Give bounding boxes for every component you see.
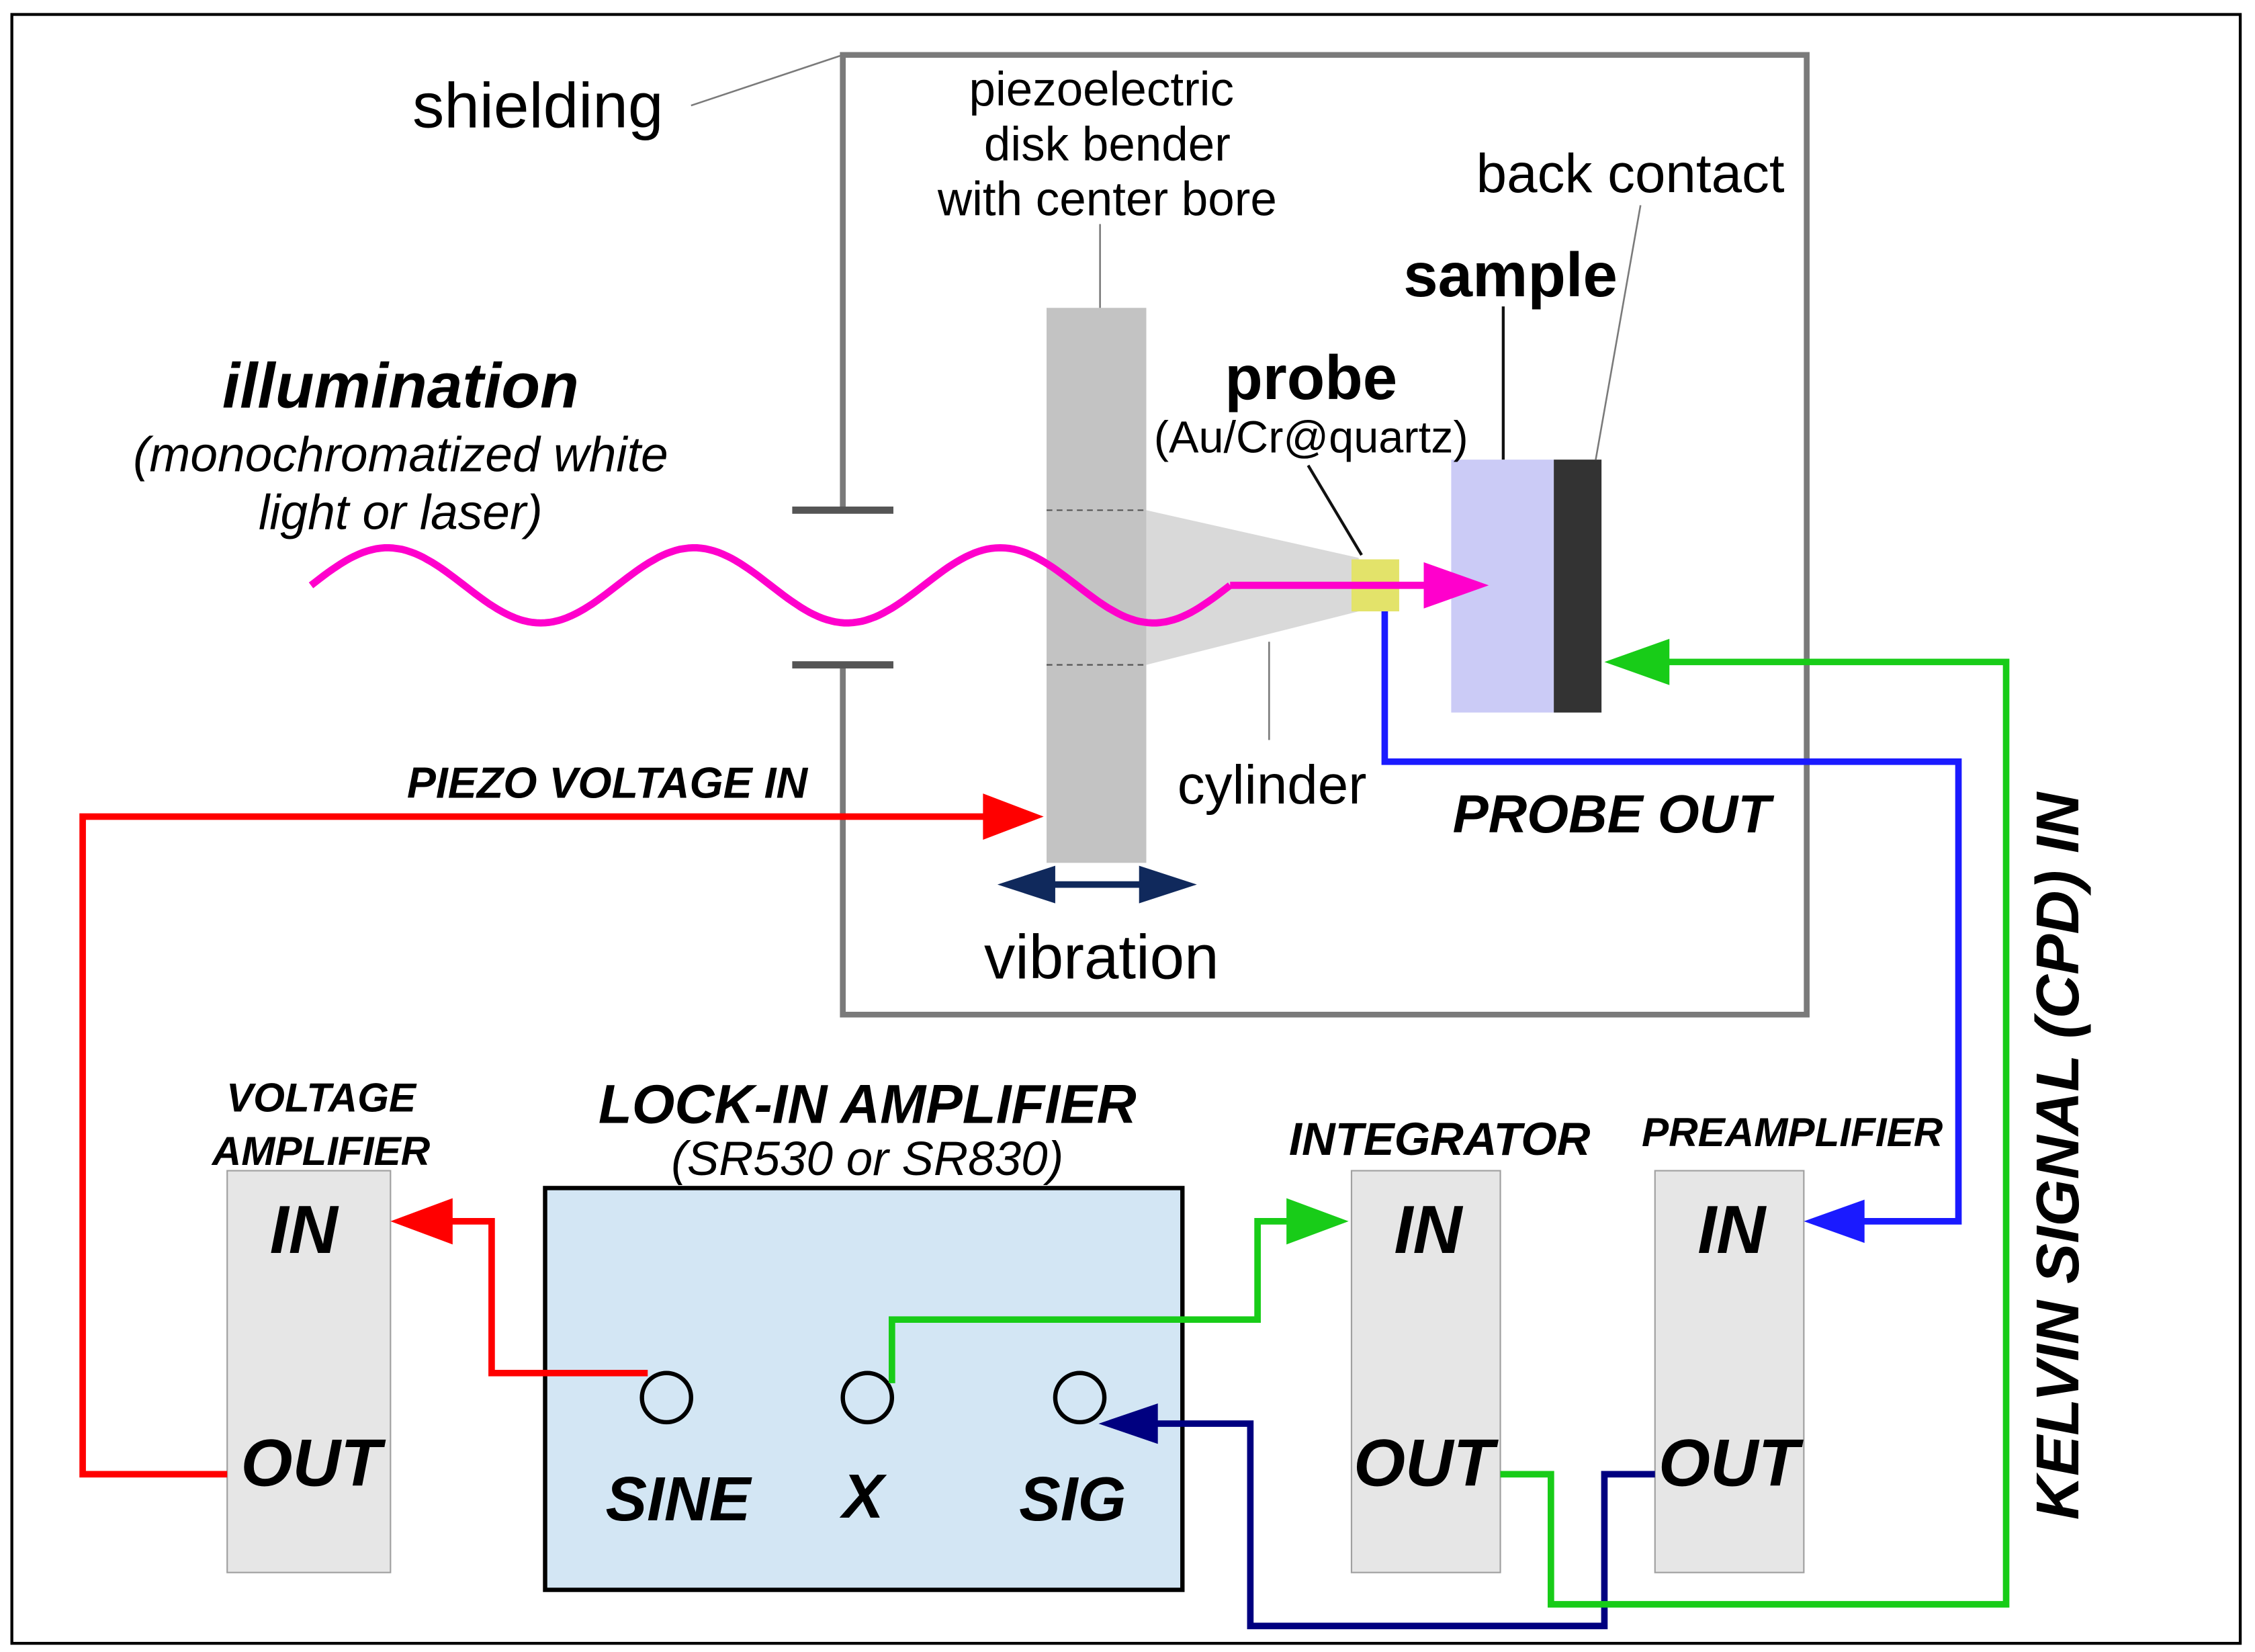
x-output-arrowhead: [1286, 1198, 1349, 1245]
sine-port-label: SINE: [605, 1464, 752, 1534]
illumination-label: illumination: [222, 351, 579, 422]
integrator-in-label: IN: [1394, 1192, 1463, 1268]
integrator-box: [1350, 1170, 1501, 1573]
kelvin-signal-arrowhead: [1604, 638, 1670, 685]
cylinder-label: cylinder: [1178, 754, 1367, 816]
shielding-leader-line: [691, 54, 844, 107]
preamplifier-out-label: OUT: [1659, 1426, 1804, 1500]
probe-leader-line: [1307, 464, 1363, 556]
piezo-voltage-label: PIEZO VOLTAGE IN: [407, 759, 809, 808]
illumination-detail: light or laser): [259, 485, 543, 539]
back-contact-block: [1554, 460, 1602, 713]
shielding-wall: [840, 52, 1810, 1018]
x-port-label: X: [839, 1461, 887, 1531]
vibration-arrowhead-right: [1139, 865, 1197, 904]
integrator-out-label: OUT: [1354, 1426, 1499, 1500]
sample-label: sample: [1403, 240, 1618, 310]
preamplifier-in-label: IN: [1697, 1192, 1767, 1268]
sig-input-arrowhead: [1098, 1403, 1158, 1444]
kelvin-signal-label: KELVIN SIGNAL (CPD) IN: [2024, 791, 2092, 1520]
voltage-amplifier-title: AMPLIFIER: [211, 1128, 431, 1174]
sig-port: [1053, 1371, 1107, 1425]
probe-out-wire: [1381, 611, 1962, 1225]
vibration-label: vibration: [984, 922, 1219, 992]
sig-port-label: SIG: [1019, 1464, 1126, 1534]
shielding-label: shielding: [412, 70, 664, 141]
probe-material-label: (Au/Cr@quartz): [1154, 412, 1468, 462]
sine-port: [639, 1371, 694, 1425]
voltage-amplifier-in-label: IN: [270, 1192, 339, 1268]
piezo-voltage-wire: [79, 813, 989, 1478]
illumination-detail: (monochromatized white: [133, 427, 668, 482]
sine-arrowhead: [390, 1198, 453, 1245]
lock-in-model: (SR530 or SR830): [671, 1133, 1063, 1186]
light-wave: [308, 544, 1233, 627]
probe-out-arrowhead: [1804, 1199, 1865, 1244]
shielding-enclosure: [792, 52, 1810, 1018]
bender-label: with center bore: [937, 173, 1277, 226]
x-output-wire: [888, 1218, 1290, 1383]
bender-label: disk bender: [984, 118, 1231, 171]
voltage-amplifier-box: [226, 1170, 392, 1573]
voltage-amplifier-out-label: OUT: [241, 1426, 386, 1500]
sine-wire: [448, 1218, 648, 1377]
bender-label: piezoelectric: [969, 63, 1235, 116]
lock-in-title: LOCK-IN AMPLIFIER: [599, 1074, 1137, 1135]
back-contact-leader-line: [1595, 205, 1642, 460]
preamplifier-title: PREAMPLIFIER: [1642, 1109, 1943, 1155]
piezo-disk-bender: [1047, 308, 1147, 863]
probe-out-label: PROBE OUT: [1453, 784, 1775, 844]
preamp-output-wire: [1153, 1420, 1655, 1630]
integrator-title: INTEGRATOR: [1289, 1113, 1591, 1165]
light-beam-arrowhead: [1423, 562, 1489, 609]
piezo-voltage-arrowhead: [983, 793, 1044, 840]
preamplifier-box: [1654, 1170, 1805, 1573]
back-contact-label: back contact: [1476, 143, 1785, 204]
x-port: [840, 1371, 895, 1425]
vibration-arrowhead-left: [997, 865, 1055, 904]
lock-in-amplifier-box: [543, 1186, 1185, 1592]
kelvin-signal-wire: [1500, 658, 2010, 1608]
probe-label: probe: [1225, 343, 1397, 412]
voltage-amplifier-title: VOLTAGE: [226, 1074, 417, 1120]
